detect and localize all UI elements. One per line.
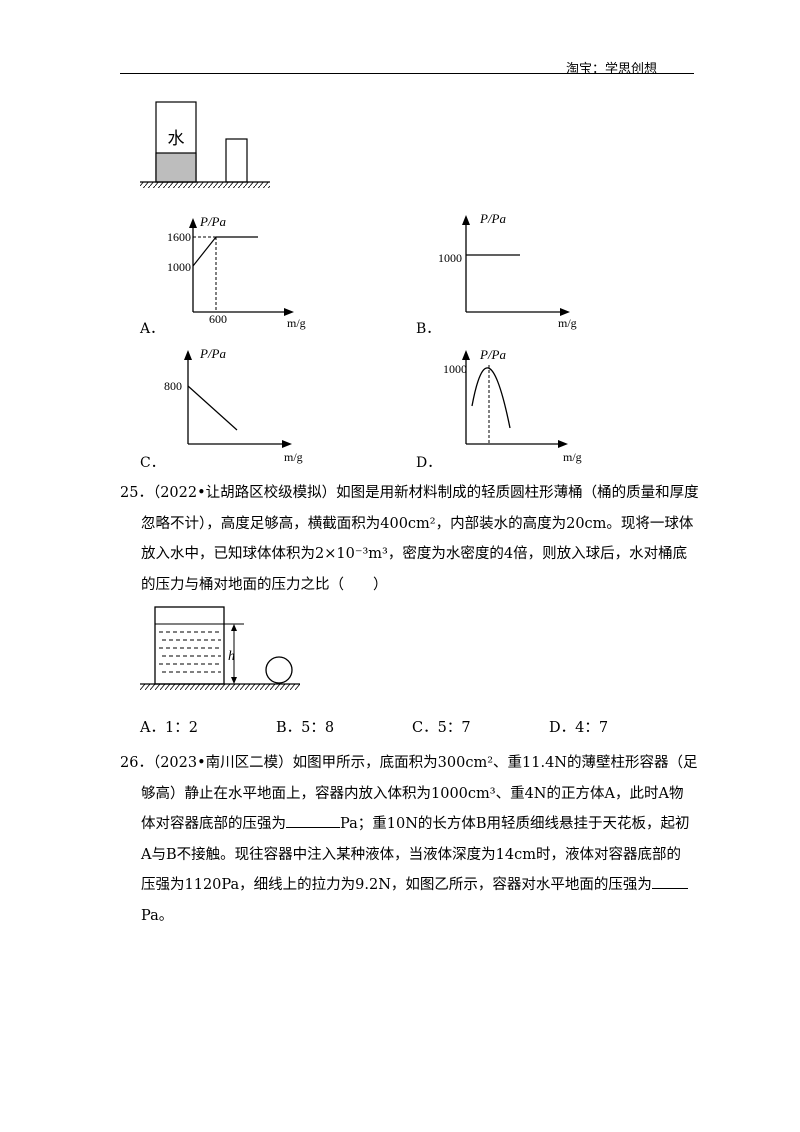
svg-text:P/Pa: P/Pa [199, 214, 226, 229]
q26-line-6: Pa。 [141, 907, 174, 924]
graph-b-x-axis-label: m/g [558, 316, 577, 330]
graph-b-letter: B． [416, 321, 441, 337]
q25-option-c[interactable]: C．5：7 [412, 720, 471, 736]
water-label: 水 [168, 129, 185, 148]
graph-a-y-tick-1600: 1600 [167, 230, 191, 244]
q25-height-label: h [228, 649, 235, 664]
graph-b-y-axis-label: P/Pa [479, 211, 506, 226]
q25-line-2: 忽略不计），高度足够高，横截面积为400cm²，内部装水的高度为20cm。现将一… [141, 515, 694, 532]
graph-a-y-tick-1000: 1000 [167, 260, 191, 274]
graph-c-y-axis-label: P/Pa [199, 346, 226, 361]
graph-c-letter: C． [140, 455, 165, 471]
graph-d-y-tick-1000: 1000 [443, 362, 467, 376]
q26-line-5-start: 压强为1120Pa，细线上的拉力为9.2N，如图乙所示，容器对水平地面的压强为 [141, 877, 652, 893]
graph-d-y-axis-label: P/Pa [479, 347, 506, 362]
q26-line-4: A与B不接触。现往容器中注入某种液体，当液体深度为14cm时，液体对容器底部的 [141, 846, 681, 863]
graph-a-x-tick-600: 600 [209, 312, 227, 326]
graph-a-y-axis-label: P/Pa [199, 214, 226, 229]
graph-d-letter: D． [416, 455, 442, 471]
question-25-text: 25．（2022•让胡路区校级模拟）如图是用新材料制成的轻质圆柱形薄桶（桶的质量… [120, 478, 710, 600]
graph-b-y-tick-1000: 1000 [438, 251, 462, 265]
q25-option-b[interactable]: B．5：8 [276, 720, 335, 736]
q25-line-3: 放入水中，已知球体体积为2×10⁻³m³，密度为水密度的4倍，则放入球后，水对桶… [141, 546, 688, 562]
graph-c-x-axis-label: m/g [284, 450, 303, 464]
q26-line-1: 26．（2023•南川区二模）如图甲所示，底面积为300cm²、重11.4N的薄… [120, 755, 698, 771]
q26-line-5: 压强为1120Pa，细线上的拉力为9.2N，如图乙所示，容器对水平地面的压强为 [120, 870, 710, 901]
q26-answer-blank-1[interactable] [286, 812, 340, 828]
water-container-figure: 水 [140, 101, 270, 188]
header-divider [120, 73, 694, 74]
q25-option-a[interactable]: A．1：2 [140, 720, 198, 736]
graph-a-letter: A． [140, 321, 165, 337]
q26-line-2: 够高）静止在水平地面上，容器内放入体积为1000cm³、重4N的正方体A，此时A… [141, 785, 684, 802]
graph-c-y-tick-800: 800 [164, 379, 182, 393]
q26-line-3-end: Pa；重10N的长方体B用轻质细线悬挂于天花板，起初 [340, 816, 690, 832]
q25-line-1: 25．（2022•让胡路区校级模拟）如图是用新材料制成的轻质圆柱形薄桶（桶的质量… [120, 485, 699, 501]
q26-line-3: 体对容器底部的压强为 Pa；重10N的长方体B用轻质细线悬挂于天花板，起初 [120, 809, 710, 840]
q26-answer-blank-2[interactable] [651, 873, 688, 889]
q26-line-3-start: 体对容器底部的压强为 [141, 816, 286, 832]
q25-option-d[interactable]: D．4：7 [549, 720, 609, 736]
graph-a-x-axis-label: m/g [287, 316, 306, 330]
question-26-text: 26．（2023•南川区二模）如图甲所示，底面积为300cm²、重11.4N的薄… [120, 748, 710, 931]
q25-line-4: 的压力与桶对地面的压力之比（ ） [141, 576, 388, 593]
graph-d-x-axis-label: m/g [563, 450, 582, 464]
